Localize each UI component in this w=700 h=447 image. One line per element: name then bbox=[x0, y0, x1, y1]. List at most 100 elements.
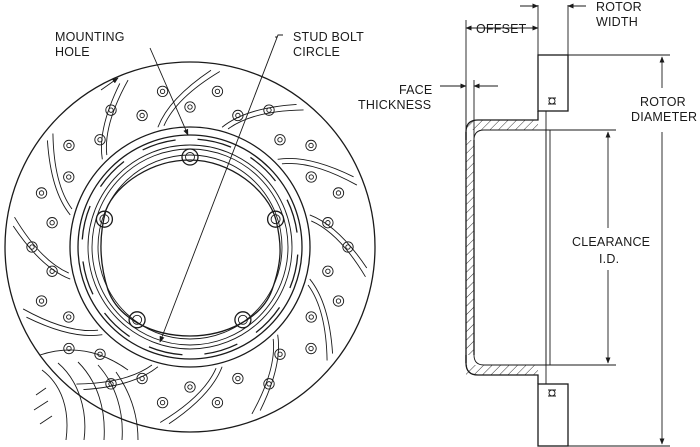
rotor-diameter-label-line1: ROTOR bbox=[640, 95, 686, 109]
mounting-hole bbox=[128, 311, 146, 329]
ring-slot bbox=[81, 205, 91, 240]
drilled-holes bbox=[26, 85, 354, 409]
hat-bore-outline bbox=[100, 159, 281, 337]
friction-ring-section-bottom bbox=[537, 383, 569, 447]
drilled-hole bbox=[332, 295, 345, 307]
curved-slot-edge bbox=[159, 368, 217, 423]
drilled-hole bbox=[94, 348, 106, 360]
drilled-hole-center bbox=[235, 112, 241, 119]
drilled-hole bbox=[184, 381, 196, 393]
curved-slot-edge bbox=[311, 220, 366, 278]
drilled-hole-center bbox=[38, 298, 45, 304]
drilled-hole bbox=[305, 342, 317, 355]
friction-ring-section-top bbox=[537, 54, 569, 112]
drilled-hole-center bbox=[335, 298, 342, 304]
drilled-hole-center bbox=[108, 381, 114, 387]
drilled-hole-center bbox=[266, 107, 272, 113]
drilled-hole bbox=[274, 134, 286, 146]
drilled-hole bbox=[46, 217, 58, 229]
drilled-hole-center bbox=[159, 88, 166, 95]
drilled-hole-center bbox=[214, 88, 221, 95]
drilled-hole bbox=[94, 134, 106, 146]
drilled-hole bbox=[305, 311, 317, 323]
clearance-id-label-line1: CLEARANCE bbox=[572, 235, 650, 249]
drilled-hole-center bbox=[139, 112, 145, 119]
drilled-hole-center bbox=[187, 104, 193, 110]
ring-slot bbox=[148, 346, 183, 356]
drilled-hole-center bbox=[187, 384, 193, 390]
curved-slot bbox=[259, 334, 279, 411]
drilled-hole bbox=[63, 139, 75, 152]
drilled-hole bbox=[211, 85, 224, 98]
curved-slot-edge bbox=[76, 364, 153, 385]
hat-outer-ring bbox=[77, 134, 303, 360]
drilled-hole-center bbox=[38, 190, 45, 196]
mounting-hole-inner bbox=[237, 314, 248, 325]
mounting-hole-inner bbox=[270, 214, 281, 225]
ring-slot bbox=[204, 343, 238, 355]
drilled-hole-center bbox=[108, 107, 114, 113]
rotor-outer-edge bbox=[4, 61, 376, 433]
drilled-hole-center bbox=[308, 314, 314, 320]
rotor-front-view bbox=[4, 61, 376, 441]
face-thickness-label-line2: THICKNESS bbox=[358, 98, 431, 112]
ring-slot bbox=[197, 138, 232, 148]
ring-slot bbox=[250, 156, 277, 182]
face-thickness-label-line1: FACE bbox=[399, 83, 432, 97]
drilled-hole bbox=[305, 139, 317, 152]
rotor-width-label-line2: WIDTH bbox=[596, 15, 638, 29]
drilled-hole bbox=[35, 187, 48, 199]
clearance-id-dimension bbox=[546, 129, 616, 366]
drilled-hole bbox=[63, 342, 75, 355]
offset-label: OFFSET bbox=[476, 22, 527, 36]
ring-slot bbox=[286, 199, 298, 233]
drilled-hole bbox=[105, 104, 117, 116]
mounting-hole-label-line1: MOUNTING bbox=[55, 30, 125, 44]
curved-slot-edge bbox=[251, 338, 275, 415]
drilled-hole bbox=[232, 372, 244, 385]
mounting-hole-label-line2: HOLE bbox=[55, 45, 90, 59]
curved-slot bbox=[101, 83, 121, 160]
curved-slot-edge bbox=[14, 216, 69, 274]
drilled-hole-center bbox=[214, 399, 221, 406]
drilled-hole bbox=[332, 187, 345, 199]
ring-slot bbox=[289, 254, 299, 289]
drilled-hole bbox=[63, 311, 75, 323]
curved-slot bbox=[12, 225, 71, 280]
curved-slot bbox=[221, 103, 297, 128]
drilled-hole bbox=[46, 265, 58, 277]
curved-slot bbox=[26, 316, 103, 336]
curved-slot-edge bbox=[281, 162, 358, 186]
hat-ring-3 bbox=[91, 148, 289, 346]
ring-slot bbox=[255, 307, 281, 334]
drilled-hole-center bbox=[159, 399, 166, 406]
ring-slot bbox=[103, 312, 130, 338]
rotor-side-section bbox=[465, 54, 569, 447]
drilled-hole bbox=[232, 109, 244, 122]
drilled-hole-center bbox=[277, 351, 283, 357]
drilled-hole bbox=[184, 101, 196, 113]
curved-slot-edge bbox=[227, 109, 304, 130]
mounting-hole bbox=[95, 210, 114, 228]
drilled-hole-center bbox=[345, 244, 351, 250]
drilled-hole bbox=[63, 171, 75, 183]
drilled-hole-center bbox=[66, 142, 72, 149]
friction-ring-inner-edge bbox=[69, 126, 311, 368]
drilled-hole-center bbox=[335, 190, 342, 196]
drilled-hole bbox=[274, 348, 286, 360]
drilled-hole-center bbox=[277, 137, 283, 143]
ring-slot bbox=[99, 160, 125, 187]
drilled-hole bbox=[322, 265, 334, 277]
curved-slot-edge bbox=[22, 308, 99, 332]
drilled-hole-center bbox=[308, 174, 314, 180]
rotor-diameter-dimension bbox=[568, 54, 670, 447]
stud-bolt-circle-label-line1: STUD BOLT bbox=[293, 30, 364, 44]
mounting-hole bbox=[266, 210, 285, 228]
mounting-hole bbox=[234, 311, 252, 329]
curved-slots bbox=[12, 69, 368, 425]
drilled-hole bbox=[136, 372, 148, 385]
drilled-hole-center bbox=[325, 220, 331, 226]
curved-slot-edge bbox=[163, 71, 221, 126]
drilled-hole-center bbox=[49, 268, 55, 274]
